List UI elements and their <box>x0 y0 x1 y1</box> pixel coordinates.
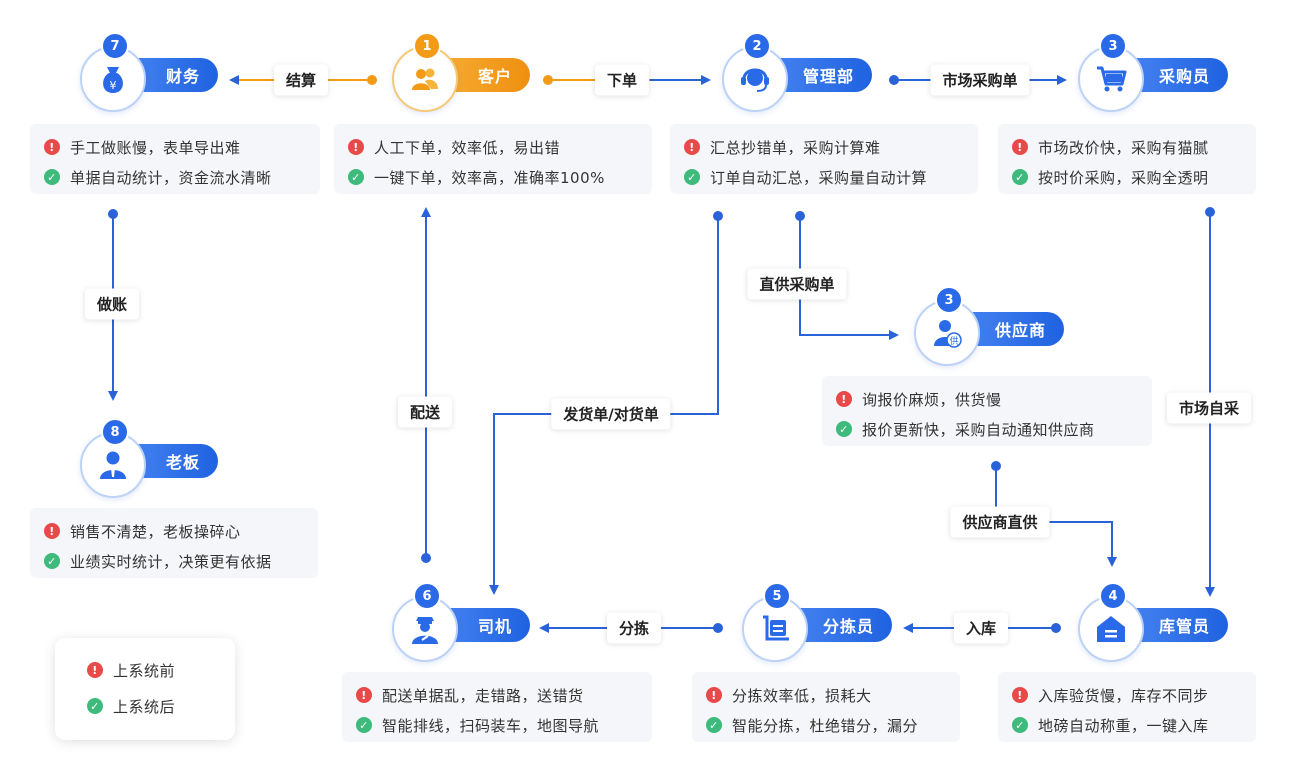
warning-icon: ! <box>706 687 722 703</box>
check-icon: ✓ <box>836 421 852 437</box>
warning-icon: ! <box>348 139 364 155</box>
legend: ! 上系统前 ✓ 上系统后 <box>55 638 235 740</box>
warning-icon: ! <box>1012 139 1028 155</box>
edge-label-bookkeeping: 做账 <box>84 288 140 320</box>
step-badge: 4 <box>1099 582 1127 610</box>
before-text: 入库验货慢，库存不同步 <box>1038 686 1209 705</box>
step-badge: 5 <box>763 582 791 610</box>
edge-label-direct-po: 直供采购单 <box>747 268 847 300</box>
step-badge: 7 <box>101 32 129 60</box>
info-box-supplier: ! 询报价麻烦，供货慢 ✓ 报价更新快，采购自动通知供应商 <box>822 376 1152 446</box>
legend-after: 上系统后 <box>113 697 176 716</box>
edge-label-stock-in: 入库 <box>953 612 1009 644</box>
svg-text:¥: ¥ <box>110 79 117 92</box>
edge-label-market-po: 市场采购单 <box>930 64 1030 96</box>
check-icon: ✓ <box>356 717 372 733</box>
edge-label-settle: 结算 <box>273 64 329 96</box>
check-icon: ✓ <box>87 698 103 714</box>
legend-before: 上系统前 <box>113 661 176 680</box>
check-icon: ✓ <box>44 553 60 569</box>
before-text: 手工做账慢，表单导出难 <box>70 138 241 157</box>
check-icon: ✓ <box>706 717 722 733</box>
info-box-admin: ! 汇总抄错单，采购计算难 ✓ 订单自动汇总，采购量自动计算 <box>670 124 978 194</box>
node-driver[interactable]: 6 司机 <box>392 582 530 662</box>
after-text: 按时价采购，采购全透明 <box>1038 168 1209 187</box>
node-supplier[interactable]: 3 供 供应商 <box>914 286 1064 366</box>
node-finance[interactable]: 7 ¥ 财务 <box>80 32 218 112</box>
warning-icon: ! <box>87 662 103 678</box>
info-box-buyer: ! 市场改价快，采购有猫腻 ✓ 按时价采购，采购全透明 <box>998 124 1256 194</box>
edge-label-supplier-direct: 供应商直供 <box>950 506 1050 538</box>
after-text: 智能分拣，杜绝错分，漏分 <box>732 716 919 735</box>
info-box-sorter: ! 分拣效率低，损耗大 ✓ 智能分拣，杜绝错分，漏分 <box>692 672 960 742</box>
check-icon: ✓ <box>348 169 364 185</box>
after-text: 地磅自动称重，一键入库 <box>1038 716 1209 735</box>
before-text: 销售不清楚，老板操碎心 <box>70 522 241 541</box>
edge-label-sorting: 分拣 <box>606 612 662 644</box>
step-badge: 2 <box>743 32 771 60</box>
check-icon: ✓ <box>1012 717 1028 733</box>
node-sorter[interactable]: 5 分拣员 <box>742 582 892 662</box>
after-text: 智能排线，扫码装车，地图导航 <box>382 716 600 735</box>
before-text: 询报价麻烦，供货慢 <box>862 390 1002 409</box>
warning-icon: ! <box>1012 687 1028 703</box>
info-box-finance: ! 手工做账慢，表单导出难 ✓ 单据自动统计，资金流水清晰 <box>30 124 320 194</box>
info-box-boss: ! 销售不清楚，老板操碎心 ✓ 业绩实时统计，决策更有依据 <box>30 508 318 578</box>
node-buyer[interactable]: 3 采购员 <box>1078 32 1228 112</box>
step-badge: 1 <box>413 32 441 60</box>
edge-label-delivery: 配送 <box>397 396 453 428</box>
edge-label-market-self: 市场自采 <box>1166 392 1252 424</box>
after-text: 单据自动统计，资金流水清晰 <box>70 168 272 187</box>
node-admin[interactable]: 2 管理部 <box>722 32 872 112</box>
warning-icon: ! <box>356 687 372 703</box>
check-icon: ✓ <box>684 169 700 185</box>
edge-label-order: 下单 <box>594 64 650 96</box>
edge-label-shipping: 发货单/对货单 <box>551 398 671 430</box>
before-text: 市场改价快，采购有猫腻 <box>1038 138 1209 157</box>
warning-icon: ! <box>44 523 60 539</box>
node-boss[interactable]: 8 老板 <box>80 418 218 498</box>
before-text: 配送单据乱，走错路，送错货 <box>382 686 584 705</box>
info-box-keeper: ! 入库验货慢，库存不同步 ✓ 地磅自动称重，一键入库 <box>998 672 1256 742</box>
info-box-driver: ! 配送单据乱，走错路，送错货 ✓ 智能排线，扫码装车，地图导航 <box>342 672 652 742</box>
step-badge: 8 <box>101 418 129 446</box>
after-text: 一键下单，效率高，准确率100% <box>374 168 605 187</box>
before-text: 汇总抄错单，采购计算难 <box>710 138 881 157</box>
info-box-customer: ! 人工下单，效率低，易出错 ✓ 一键下单，效率高，准确率100% <box>334 124 652 194</box>
users-icon <box>392 46 458 112</box>
warning-icon: ! <box>836 391 852 407</box>
svg-text:供: 供 <box>949 335 958 347</box>
node-keeper[interactable]: 4 库管员 <box>1078 582 1228 662</box>
node-customer[interactable]: 1 客户 <box>392 32 530 112</box>
after-text: 报价更新快，采购自动通知供应商 <box>862 420 1095 439</box>
step-badge: 3 <box>1099 32 1127 60</box>
check-icon: ✓ <box>44 169 60 185</box>
after-text: 业绩实时统计，决策更有依据 <box>70 552 272 571</box>
after-text: 订单自动汇总，采购量自动计算 <box>710 168 928 187</box>
step-badge: 3 <box>935 286 963 314</box>
warning-icon: ! <box>684 139 700 155</box>
step-badge: 6 <box>413 582 441 610</box>
before-text: 分拣效率低，损耗大 <box>732 686 872 705</box>
before-text: 人工下单，效率低，易出错 <box>374 138 561 157</box>
warning-icon: ! <box>44 139 60 155</box>
check-icon: ✓ <box>1012 169 1028 185</box>
